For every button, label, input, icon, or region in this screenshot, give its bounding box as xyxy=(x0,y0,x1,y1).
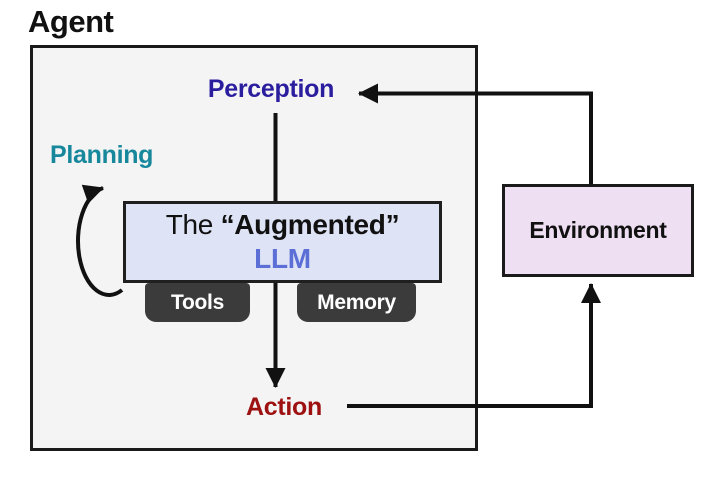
memory-tab: Memory xyxy=(297,283,416,322)
llm-box-line1-prefix: The xyxy=(165,208,221,240)
augmented-llm-box: The “Augmented” LLM xyxy=(123,201,442,283)
tools-tab: Tools xyxy=(145,283,250,322)
perception-label: Perception xyxy=(207,75,335,103)
action-label: Action xyxy=(246,393,322,421)
llm-box-line1-emphasis: “Augmented” xyxy=(220,208,400,240)
action-to-environment-arrow xyxy=(347,283,601,408)
llm-box-line2: LLM xyxy=(254,243,311,274)
environment-to-perception-arrow xyxy=(358,83,593,186)
planning-label: Planning xyxy=(50,141,154,169)
environment-box: Environment xyxy=(502,184,694,277)
planning-loop-arrow xyxy=(76,184,124,297)
agent-title: Agent xyxy=(28,4,114,39)
llm-box-line1: The “Augmented” xyxy=(166,208,400,242)
